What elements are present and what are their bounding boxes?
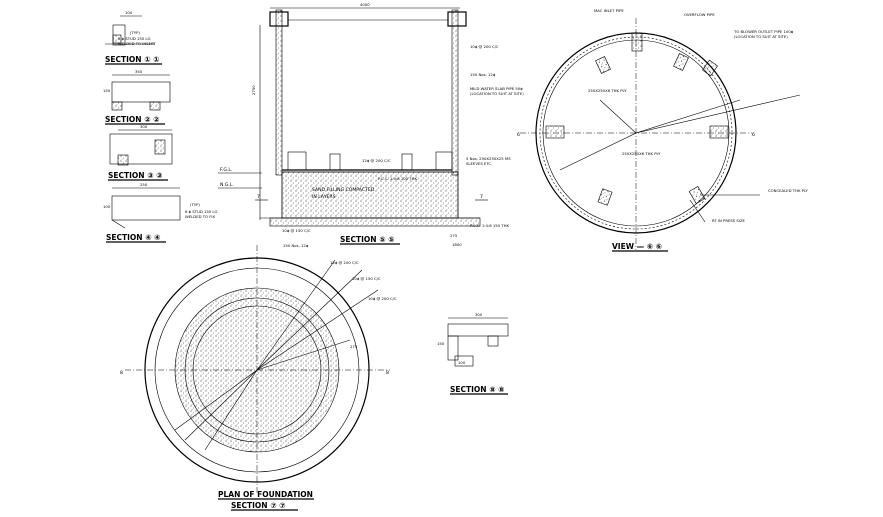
dim-label: 275 — [450, 233, 458, 238]
marker-6: 6 — [517, 132, 520, 138]
inlet-label: MAC INLET PIPE — [594, 8, 624, 13]
mild-label: MILD WATER SLAB PIPE 50ϕ — [470, 86, 523, 91]
section-1-1: 100 (TYP) 6 ϕ STUD 150 LG WELDED TO INSE… — [105, 10, 162, 65]
section-8-8: 300 150 100 SECTION ⑧ ⑧ — [437, 312, 509, 395]
rebar-label: 12ϕ @ 200 C/C — [362, 158, 391, 163]
dim-label: 275 — [350, 344, 358, 349]
dim-label: 1800 — [452, 242, 462, 247]
marker-7: 7 — [257, 194, 260, 200]
weld-label-4: WELDED TO FIX — [185, 214, 216, 219]
ply-label: 250X250X6 THK PLY — [588, 88, 627, 93]
weld-label: 6 ϕ STUD 150 LG — [118, 36, 151, 41]
conc-label-2: RT IN PRESS SIZE — [712, 218, 746, 223]
marker-7b: 7 — [480, 194, 483, 200]
typ-label: (TYP) — [190, 202, 200, 207]
nos-label-4: 150 Nos. 12ϕ — [283, 243, 309, 248]
rebar-label-3: 10ϕ @ 150 C/C — [282, 228, 311, 233]
nos-label: 150 Nos. 12ϕ — [470, 72, 496, 77]
ply-label-2: 250X250X6 THK PLY — [622, 151, 661, 156]
view-6-6: MAC INLET PIPE OVERFLOW PIPE TO BLOWER O… — [517, 8, 809, 252]
rebar-label-4: 12ϕ @ 200 C/C — [330, 260, 359, 265]
dim-label: 100 — [103, 204, 111, 209]
plan-title: PLAN OF FOUNDATION — [218, 490, 313, 499]
section-2-2: 350 150 SECTION ② ② — [103, 69, 171, 125]
dim-label: 150 — [437, 341, 445, 346]
dim-label: 2750 — [251, 85, 256, 95]
section-5-5-title: SECTION ⑤ ⑤ — [340, 235, 395, 244]
section-8-8-title: SECTION ⑧ ⑧ — [450, 385, 505, 394]
rebar-label-2: 10ϕ @ 200 C/C — [470, 44, 499, 49]
marker-8: 8 — [120, 370, 123, 376]
dim-label: 100 — [125, 10, 133, 15]
marker-6b: 6 — [752, 132, 755, 138]
ngl-label: N.G.L. — [220, 182, 234, 188]
dim-label: 4000 — [360, 2, 370, 7]
fgl-label: F.G.L. — [220, 167, 232, 173]
section-4-4: 250 (TYP) 6 ϕ STUD 150 LG WELDED TO FIX … — [103, 182, 218, 243]
section-4-4-title: SECTION ④ ④ — [106, 233, 161, 242]
section-1-1-title: SECTION ① ① — [105, 55, 160, 64]
overflow-label: OVERFLOW PIPE — [684, 12, 715, 17]
section-2-2-title: SECTION ② ② — [105, 115, 160, 124]
view-6-6-title: VIEW — ⑥ ⑥ — [612, 242, 662, 251]
dim-label: 300 — [475, 312, 483, 317]
rebar-label-6: 10ϕ @ 200 C/C — [368, 296, 397, 301]
pcc-label: P.C.C. 1:4:8 100 THK — [378, 176, 417, 181]
weld-label-3: 6 ϕ STUD 150 LG — [185, 209, 218, 214]
sand-label-2: IN LAYERS — [312, 194, 336, 200]
dim-label: 250 — [140, 182, 148, 187]
dim-label: 150 — [103, 88, 111, 93]
section-5-5: 4000 2750 SAND FILLING COMPACTED IN LAYE… — [218, 2, 524, 248]
section-7-7-title: SECTION ⑦ ⑦ — [231, 501, 286, 510]
section-3-3: 300 SECTION ③ ③ — [108, 124, 173, 181]
weld-label-2: WELDED TO INSERT — [118, 41, 156, 46]
dim-label: 100 — [458, 360, 466, 365]
typ-label: (TYP) — [130, 30, 140, 35]
sand-label: SAND FILLING COMPACTED — [312, 187, 375, 193]
blower-label: TO BLOWER OUTLET PIPE 100ϕ — [733, 29, 794, 34]
rebar-label-5: 10ϕ @ 150 C/C — [352, 276, 381, 281]
pcc-label-2: P.C.C. 1:4:8 150 THK — [470, 223, 509, 228]
blower-label-2: (LOCATION TO SUIT AT SITE) — [734, 34, 788, 39]
conc-label: CONCEALED THK PLY — [768, 188, 809, 193]
plan-of-foundation: 12ϕ @ 200 C/C 10ϕ @ 150 C/C 10ϕ @ 200 C/… — [120, 245, 397, 511]
dim-label: 300 — [140, 124, 148, 129]
nos-label-3: SLEEVES ETC. — [466, 161, 492, 166]
section-3-3-title: SECTION ③ ③ — [108, 171, 163, 180]
dim-label: 350 — [135, 69, 143, 74]
marker-8b: 8 — [386, 370, 389, 376]
nos-label-2: 5 Nos. 250X250X25 MS — [466, 156, 511, 161]
mild-label-2: (LOCATION TO SUIT AT SITE) — [470, 91, 524, 96]
